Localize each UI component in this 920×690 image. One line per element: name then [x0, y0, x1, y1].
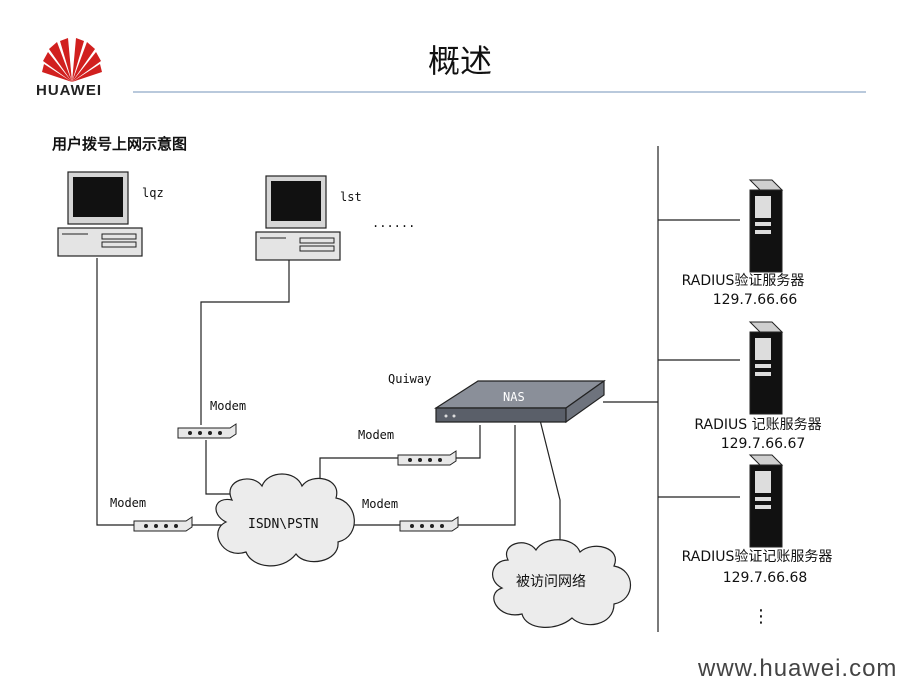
- ellipsis-vertical: ⋮: [752, 606, 770, 627]
- slide-title: 概述: [427, 42, 492, 80]
- footer-url: www.huawei.com: [698, 655, 898, 682]
- server-1-ip: 129.7.66.66: [712, 292, 798, 308]
- nas-vendor-label: Quiway: [388, 372, 432, 386]
- ellipsis-horizontal: ......: [372, 216, 416, 230]
- modem-middle-icon: [397, 450, 457, 466]
- radius-auth-server-icon: [748, 179, 784, 273]
- huawei-logo-icon: [42, 38, 102, 82]
- server-2-ip: 129.7.66.67: [720, 436, 806, 452]
- modem-upper-label: Modem: [210, 399, 247, 413]
- connection-lines: [96, 146, 740, 632]
- server-1-name: RADIUS验证服务器: [681, 273, 805, 289]
- pc-left-label: lqz: [142, 186, 164, 200]
- modem-lower-icon: [399, 516, 459, 532]
- modem-lower-label: Modem: [362, 497, 399, 511]
- nas-router-icon: [433, 379, 606, 424]
- server-3-ip: 129.7.66.68: [722, 570, 808, 586]
- modem-left-icon: [133, 516, 193, 532]
- modem-upper-icon: [177, 423, 237, 439]
- server-2-name: RADIUS 记账服务器: [694, 417, 822, 433]
- logo-text: HUAWEI: [36, 82, 102, 99]
- radius-auth-acct-server-icon: [748, 454, 784, 548]
- modem-left-label: Modem: [110, 496, 147, 510]
- visited-network-cloud-icon: [492, 539, 631, 628]
- isdn-pstn-cloud-icon: [215, 473, 355, 567]
- nas-label: NAS: [503, 390, 525, 404]
- modem-middle-label: Modem: [358, 428, 395, 442]
- visited-network-label: 被访问网络: [516, 574, 586, 590]
- diagram-caption: 用户拨号上网示意图: [52, 135, 188, 153]
- pc-lst-icon: [255, 175, 341, 261]
- pc-right-label: lst: [340, 190, 362, 204]
- isdn-pstn-label: ISDN\PSTN: [248, 517, 319, 532]
- server-3-name: RADIUS验证记账服务器: [681, 549, 833, 565]
- radius-acct-server-icon: [748, 321, 784, 415]
- pc-lqz-icon: [57, 171, 143, 257]
